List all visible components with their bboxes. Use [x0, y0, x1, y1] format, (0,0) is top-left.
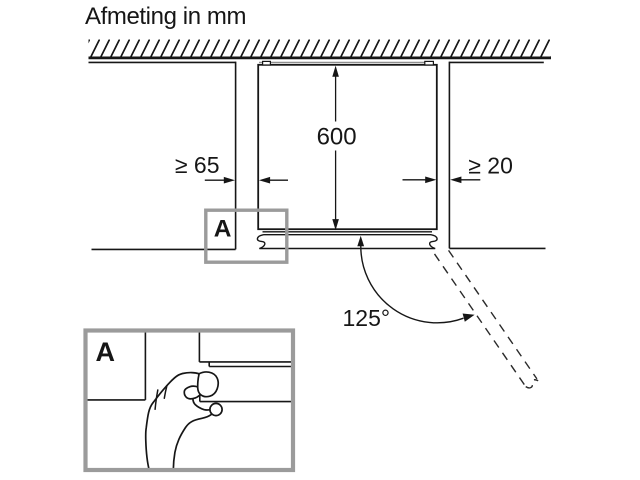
right-clearance-arrow-left-icon: [450, 176, 462, 184]
rear-wall-hatch: [88, 39, 551, 60]
hatch-band-icon: [88, 39, 551, 57]
left-clearance-arrow-right-icon: [223, 176, 235, 184]
hand-gripping-finger: [196, 371, 220, 398]
door-angle-label: 125°: [343, 305, 391, 331]
left-hinge-icon: [262, 60, 272, 66]
depth-dimension-label: 600: [317, 124, 357, 151]
appliance-body: [257, 60, 438, 231]
detail-inset-label: A: [96, 337, 116, 367]
right-clearance-dimension: ≥ 20: [402, 153, 513, 184]
door-left-break-curl: [256, 234, 266, 250]
right-clearance-label: ≥ 20: [468, 153, 513, 179]
detail-marker-label: A: [214, 216, 232, 243]
depth-arrow-down-icon: [332, 219, 339, 231]
hand-thumb-tip: [209, 402, 223, 417]
hand-tendon-lines: [154, 384, 168, 411]
door-right-break-curl: [428, 234, 438, 250]
open-door-dashed-outline: [433, 249, 538, 388]
detail-inset: A: [83, 328, 296, 473]
right-hinge-icon: [424, 60, 434, 66]
page-title: Afmeting in mm: [85, 3, 246, 30]
left-wall: [88, 61, 237, 251]
open-door-dashed-end-curl: [525, 379, 539, 389]
swing-arc-start-arrow-icon: [357, 235, 365, 247]
depth-arrow-up-icon: [332, 65, 339, 77]
detail-inset-box: [83, 328, 296, 473]
right-clearance-arrow-right-icon: [425, 176, 437, 184]
left-clearance-dimension: ≥ 65: [175, 152, 288, 184]
door-swing: 125°: [343, 235, 539, 389]
right-wall: [448, 61, 546, 250]
open-door-rotated-group: [433, 249, 539, 389]
detail-marker-box: [204, 208, 289, 264]
depth-dimension: 600: [317, 65, 357, 231]
detail-marker: A: [204, 208, 289, 264]
hand-gripping-door-icon: [144, 371, 223, 471]
door-swing-arc: [360, 245, 464, 324]
left-clearance-label: ≥ 65: [175, 152, 220, 178]
appliance-door-closed: [256, 231, 438, 250]
left-clearance-arrow-left-icon: [258, 176, 271, 184]
appliance-body-outline: [257, 63, 438, 231]
detail-inset-drawing: [86, 331, 292, 403]
swing-arc-end-arrow-icon: [462, 313, 475, 322]
